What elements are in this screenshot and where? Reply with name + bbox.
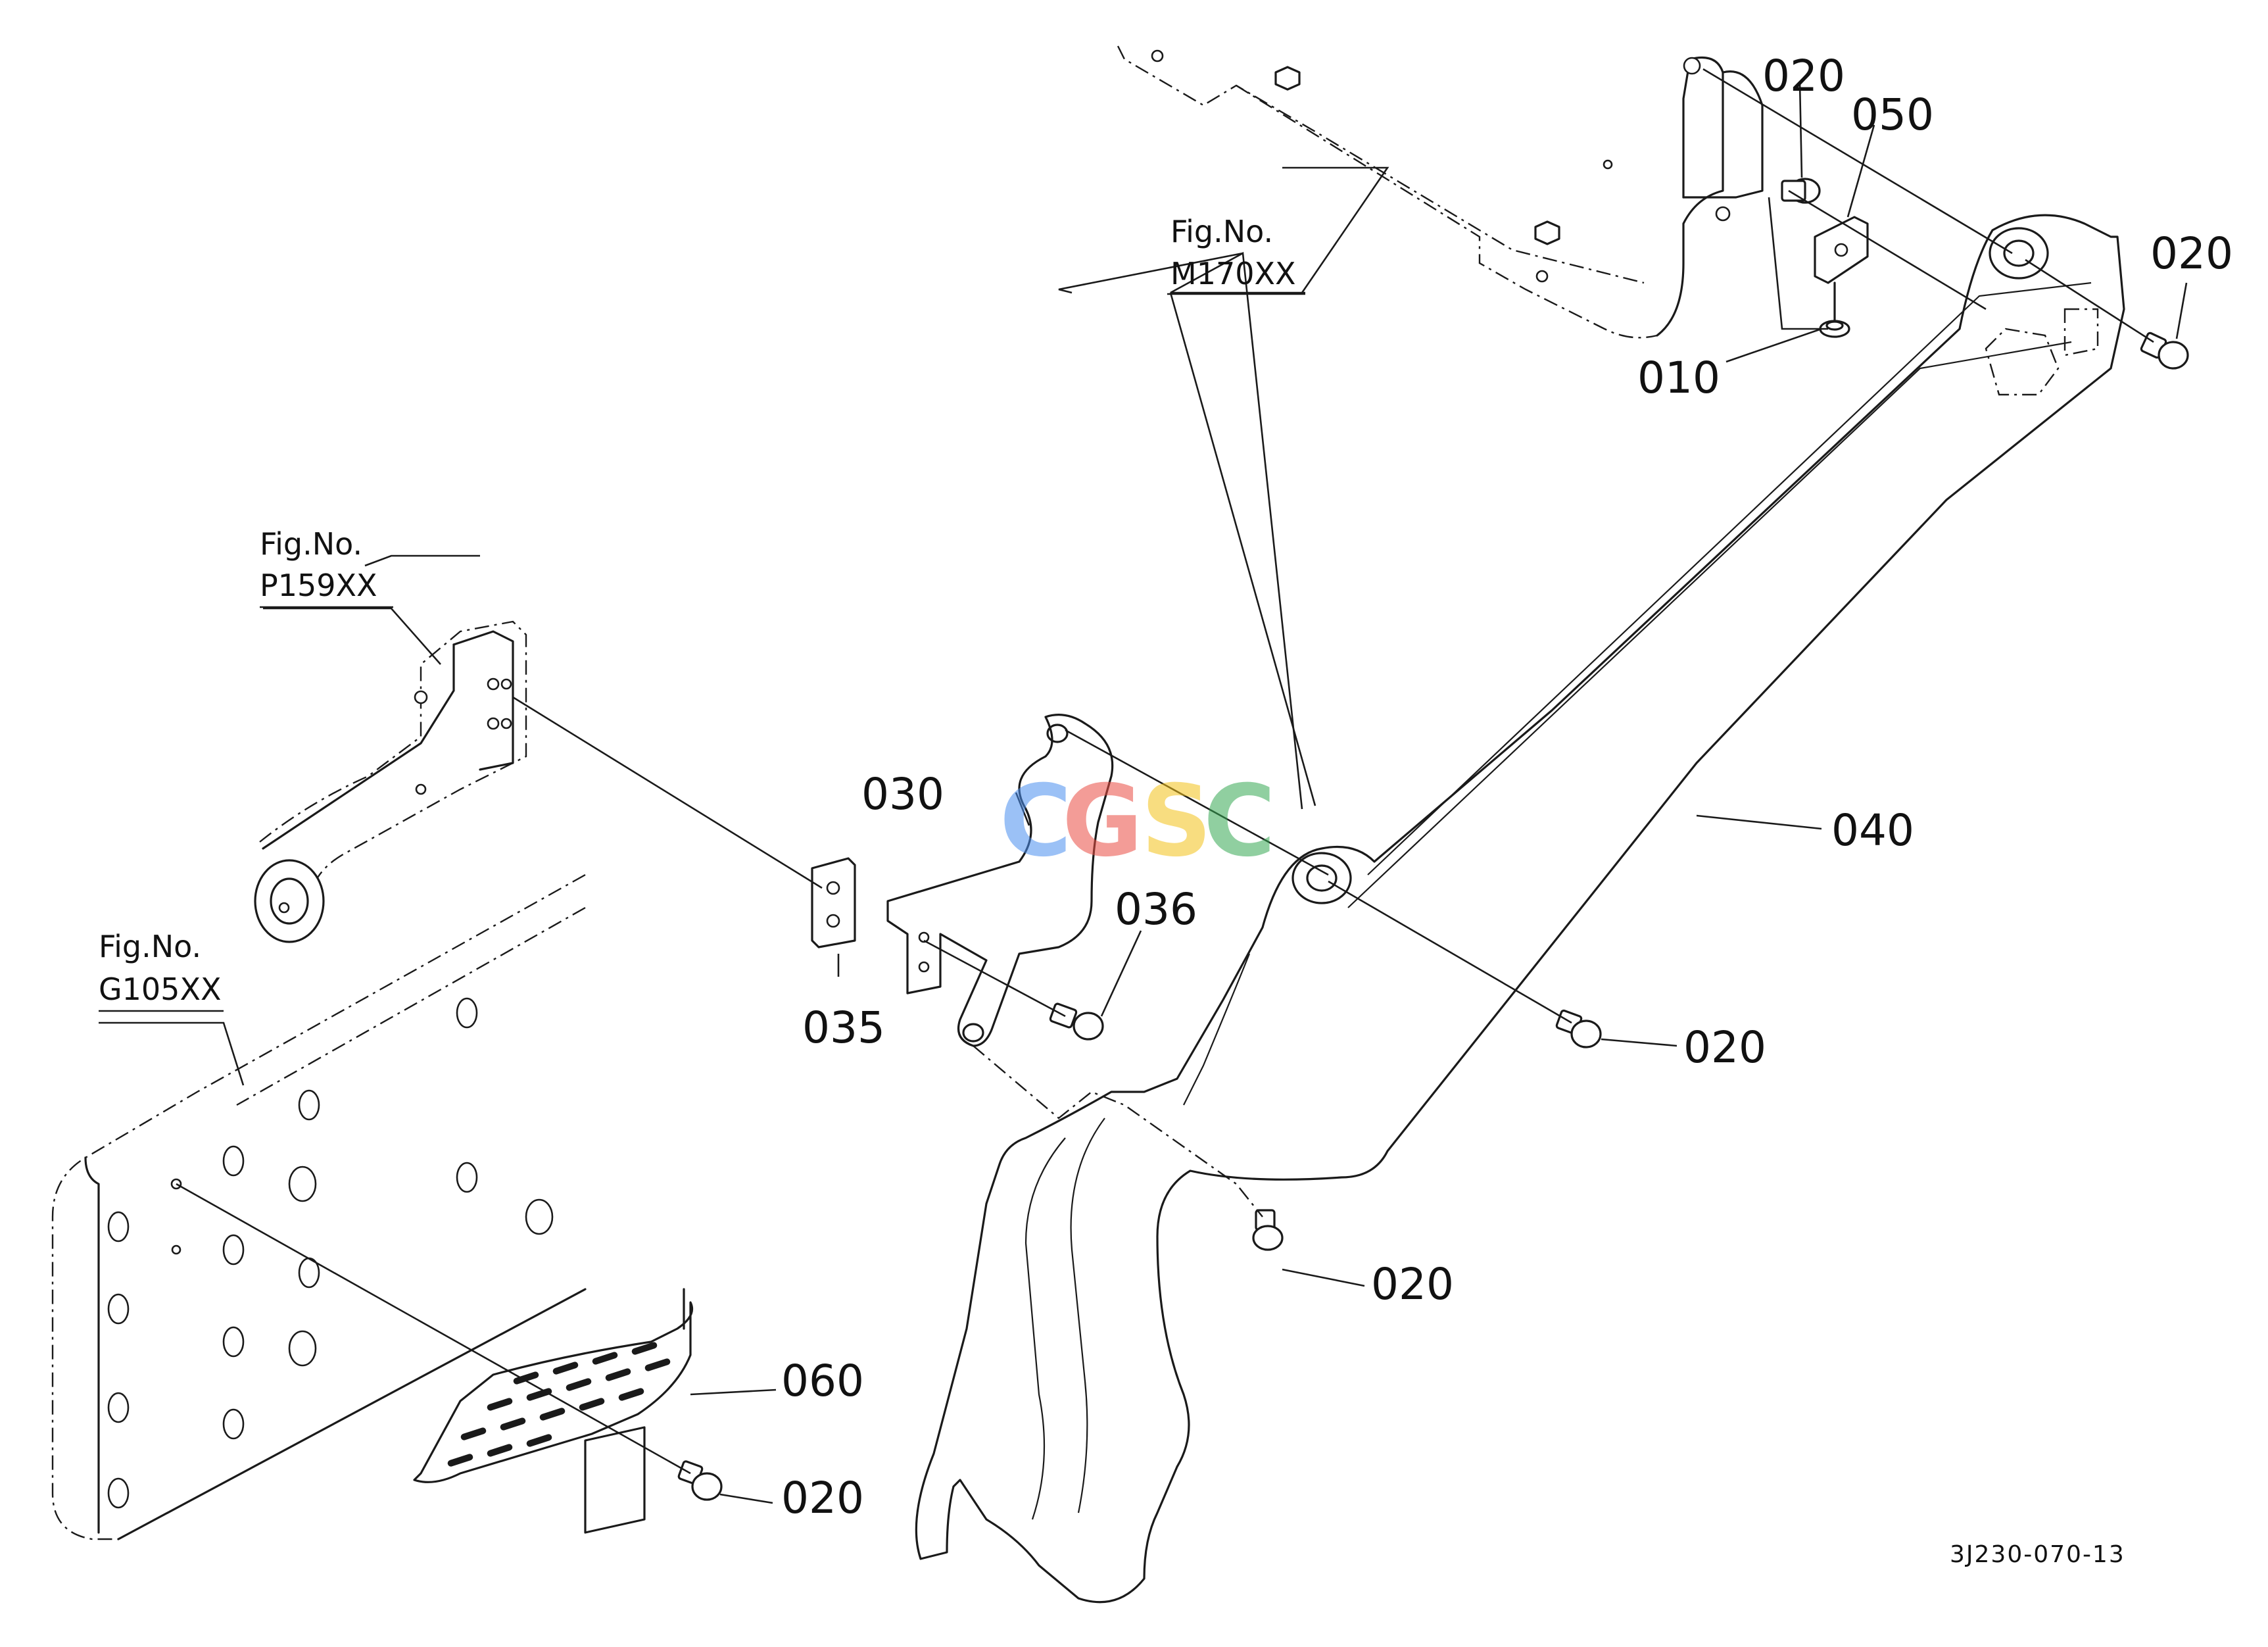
callout-040: 040 bbox=[1831, 805, 1914, 856]
nut-010 bbox=[1819, 320, 1850, 338]
callout-010: 010 bbox=[1637, 353, 1720, 403]
figref-number: M170XX bbox=[1170, 256, 1296, 291]
diagram-code: 3J230-070-13 bbox=[1950, 1541, 2125, 1568]
fender-cover bbox=[915, 214, 2125, 1604]
figref-label: Fig.No. bbox=[99, 929, 201, 964]
figref-number: G105XX bbox=[99, 971, 221, 1007]
watermark-letter: S bbox=[1141, 764, 1212, 879]
callout-020-mid: 020 bbox=[1683, 1022, 1766, 1073]
callout-020-lower: 020 bbox=[1371, 1259, 1454, 1310]
bolt-020-d bbox=[1252, 1209, 1284, 1251]
callout-050: 050 bbox=[1851, 89, 1934, 140]
bolt-020-c bbox=[1555, 1009, 1602, 1048]
figref-label: Fig.No. bbox=[260, 526, 362, 562]
step-060 bbox=[413, 1288, 694, 1534]
bolt-036 bbox=[1049, 1002, 1104, 1041]
figref-g105: Fig.No. G105XX bbox=[99, 929, 224, 1012]
watermark-letter: G bbox=[1062, 764, 1143, 879]
callout-020-topright: 020 bbox=[2150, 228, 2233, 279]
engine-mount bbox=[254, 620, 527, 943]
callout-035: 035 bbox=[802, 1002, 885, 1053]
callout-030: 030 bbox=[861, 769, 944, 820]
bolt-020-e bbox=[677, 1460, 723, 1501]
callout-lines bbox=[99, 82, 2188, 1504]
figref-p159: Fig.No. P159XX bbox=[260, 526, 393, 608]
callout-020-top: 020 bbox=[1762, 51, 1845, 101]
callout-060: 060 bbox=[781, 1356, 864, 1406]
watermark-letter: C bbox=[1203, 764, 1276, 879]
assembly-lines bbox=[176, 68, 2154, 1475]
figref-m170: Fig.No. M170XX bbox=[1167, 214, 1305, 295]
callout-020-step: 020 bbox=[781, 1473, 864, 1523]
step-slots bbox=[447, 1342, 671, 1467]
watermark-letter: C bbox=[1000, 764, 1072, 879]
bolt-020-b bbox=[2140, 332, 2189, 370]
callout-036: 036 bbox=[1115, 884, 1197, 935]
plate-050 bbox=[1814, 216, 1869, 324]
figref-number: P159XX bbox=[260, 568, 377, 603]
figref-label: Fig.No. bbox=[1170, 214, 1273, 249]
upper-bracket bbox=[1117, 45, 1764, 339]
frame-plate bbox=[51, 873, 587, 1540]
watermark: C G S C bbox=[1000, 764, 1276, 879]
